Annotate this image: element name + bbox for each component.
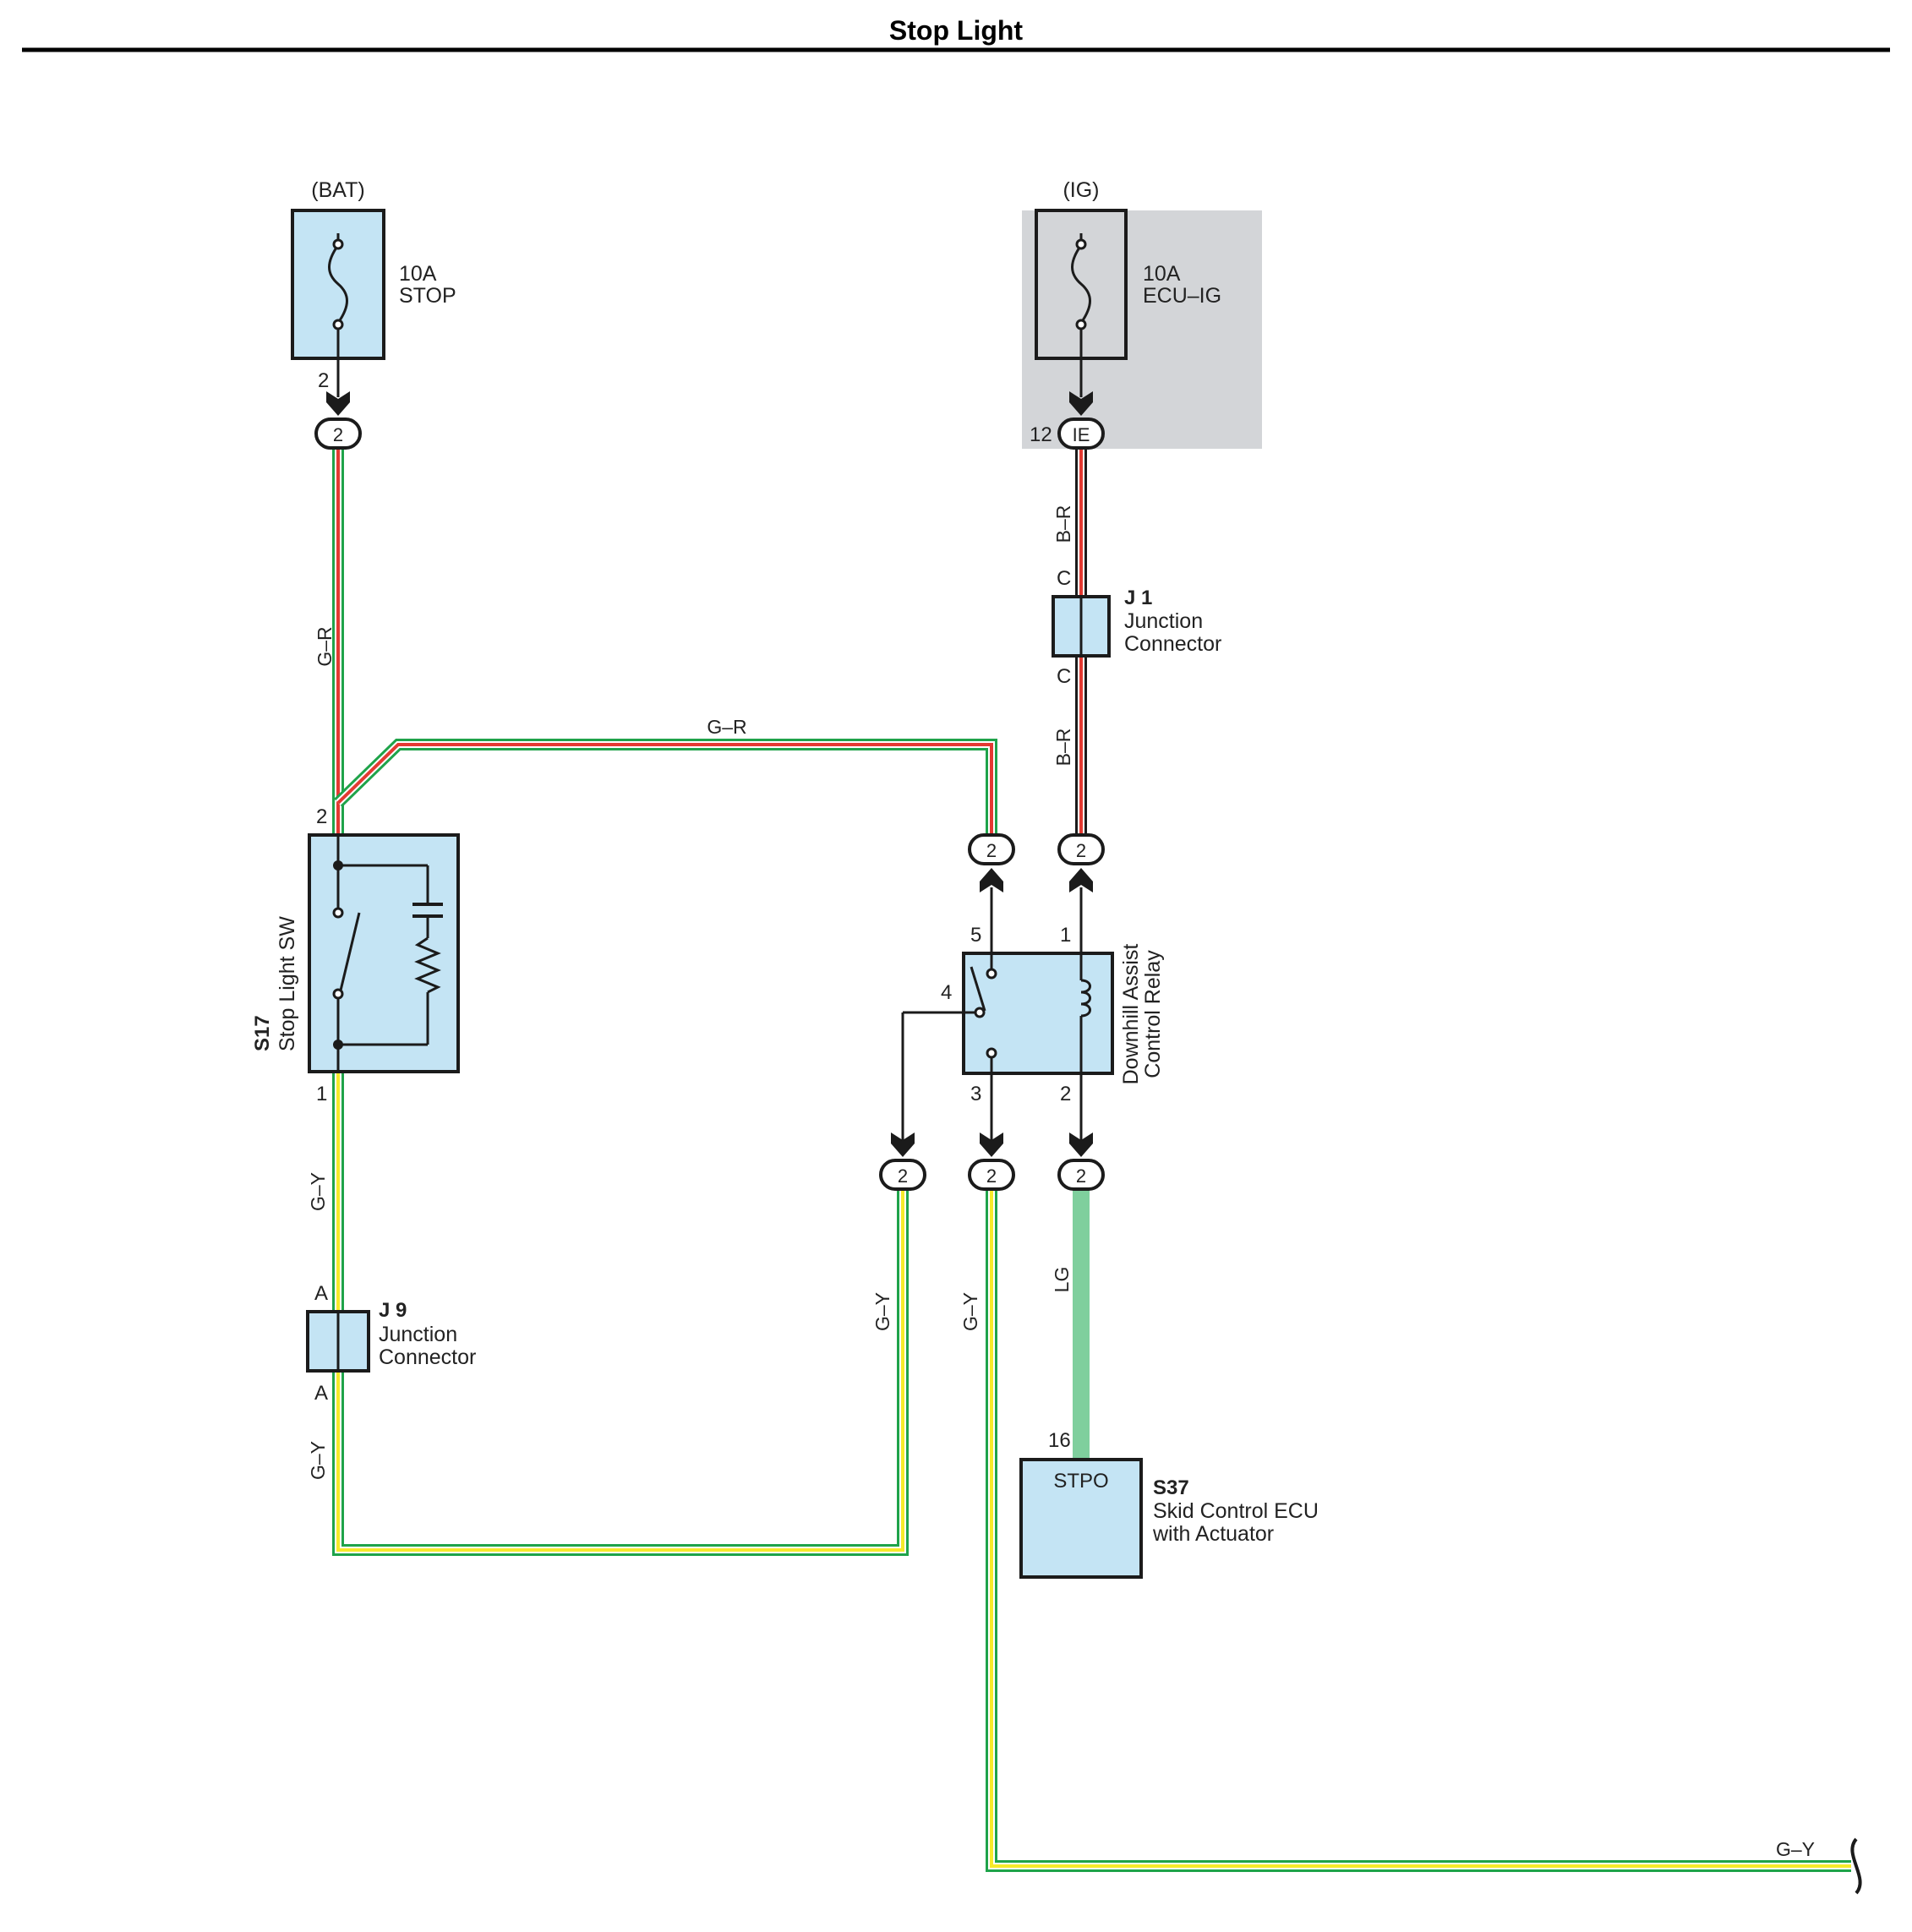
relay-pin-2: 2 (1060, 1083, 1071, 1105)
relay-pin-5: 5 (970, 924, 981, 947)
relay-contact-3 (986, 1047, 997, 1059)
arrow-down-icon (1069, 391, 1093, 416)
stop-sw-contact (332, 988, 344, 1000)
junction-j9 (306, 1310, 370, 1373)
arrow-down-icon (326, 391, 350, 416)
stop-sw-contact (332, 907, 344, 919)
relay-name-line2: Control Relay (1141, 950, 1165, 1078)
fuse-ecuig-name: ECU–IG (1143, 284, 1221, 308)
j1-line1: Junction (1124, 609, 1203, 633)
relay-internal (901, 887, 1091, 1143)
wire-gr-horizontal (334, 739, 997, 833)
stop-light-sw-internal (336, 835, 443, 1072)
j1-pin-out: C (1057, 665, 1071, 688)
svg-text:2: 2 (898, 1165, 908, 1187)
j9-pin-out: A (314, 1382, 328, 1405)
arrow-down-icon (1069, 1132, 1093, 1157)
connector-relay-p4: 2 (879, 1159, 926, 1191)
svg-text:2: 2 (1076, 1165, 1086, 1187)
wire-label-gr-vertical: G–R (314, 626, 336, 666)
page-title: Stop Light (889, 15, 1024, 46)
wire-gy-loop (332, 1072, 909, 1556)
j1-line2: Connector (1124, 632, 1221, 656)
wire-label-gy-relay-pin3: G–Y (959, 1292, 981, 1331)
stop-sw-name: Stop Light SW (276, 916, 299, 1051)
stop-sw-pin-in: 2 (316, 805, 327, 828)
svg-text:2: 2 (986, 1165, 997, 1187)
wire-label-gy-sw-out: G–Y (307, 1172, 329, 1211)
wire-break-icon (1850, 1837, 1862, 1895)
svg-text:2: 2 (1076, 840, 1086, 861)
j9-line1: Junction (379, 1323, 457, 1346)
j1-code: J 1 (1124, 587, 1152, 609)
stop-light-sw-box (308, 833, 460, 1073)
fuse-stop-rating: 10A (399, 262, 437, 286)
stop-sw-pin-out: 1 (316, 1083, 327, 1105)
j9-code: J 9 (379, 1299, 407, 1322)
relay-name-line1: Downhill Assist (1119, 944, 1143, 1085)
arrow-down-icon (891, 1132, 915, 1157)
connector-relay-p1: 2 (1057, 833, 1105, 865)
skid-ecu-code: S37 (1153, 1476, 1189, 1499)
stop-sw-node (333, 1040, 343, 1050)
skid-ecu-pin: 16 (1048, 1429, 1071, 1452)
wire-label-gy-j9-out: G–Y (307, 1441, 329, 1480)
relay-pin-4: 4 (941, 981, 952, 1004)
wire-label-gy-exit: G–Y (1776, 1838, 1815, 1860)
skid-ecu-terminal: STPO (1053, 1470, 1108, 1493)
wire-label-lg: LG (1051, 1267, 1073, 1293)
fuse-ecuig-terminal-bottom (1075, 319, 1087, 330)
fuse-stop-terminal-bottom (332, 319, 344, 330)
j9-pin-in: A (314, 1282, 328, 1305)
fuse-stop-pin: 2 (318, 369, 329, 392)
stop-sw-node (333, 860, 343, 870)
fuse-stop-name: STOP (399, 284, 456, 308)
wire-label-gy-relay-pin4: G–Y (871, 1292, 893, 1331)
svg-text:IE: IE (1073, 424, 1090, 445)
wire-label-br-upper: B–R (1052, 505, 1074, 543)
connector-relay-p2: 2 (1057, 1159, 1105, 1191)
fuse-stop-terminal-top (332, 238, 344, 250)
connector-relay-p5: 2 (968, 833, 1015, 865)
wire-label-br-lower: B–R (1052, 729, 1074, 767)
stop-sw-code: S17 (251, 1015, 274, 1051)
wire-label-gr-horizontal: G–R (707, 716, 746, 738)
relay-contact-4 (974, 1007, 986, 1018)
arrow-down-icon (980, 1132, 1003, 1157)
fuse-ecuig-rating: 10A (1143, 262, 1181, 286)
fuse-ecuig-supply: (IG) (1063, 178, 1099, 202)
relay-pin-1: 1 (1060, 924, 1071, 947)
skid-ecu-line2: with Actuator (1152, 1522, 1274, 1546)
fuse-ecuig-pin: 12 (1030, 423, 1052, 446)
junction-j1 (1052, 595, 1111, 658)
svg-text:2: 2 (333, 424, 343, 445)
j1-pin-in: C (1057, 567, 1071, 590)
skid-ecu-line1: Skid Control ECU (1153, 1499, 1319, 1523)
relay-pin-3: 3 (970, 1083, 981, 1105)
wire-gy-exit (986, 1188, 1851, 1872)
skid-ecu-box (1019, 1458, 1143, 1579)
fuse-ecuig-terminal-top (1075, 238, 1087, 250)
connector-relay-p3: 2 (968, 1159, 1015, 1191)
j9-line2: Connector (379, 1345, 476, 1369)
relay-contact-5 (986, 968, 997, 980)
arrow-up-icon (980, 868, 1003, 892)
fuse-stop-supply: (BAT) (311, 178, 364, 202)
connector-stop: 2 (314, 418, 362, 450)
svg-text:2: 2 (986, 840, 997, 861)
connector-ie: IE (1057, 418, 1105, 450)
arrow-up-icon (1069, 868, 1093, 892)
